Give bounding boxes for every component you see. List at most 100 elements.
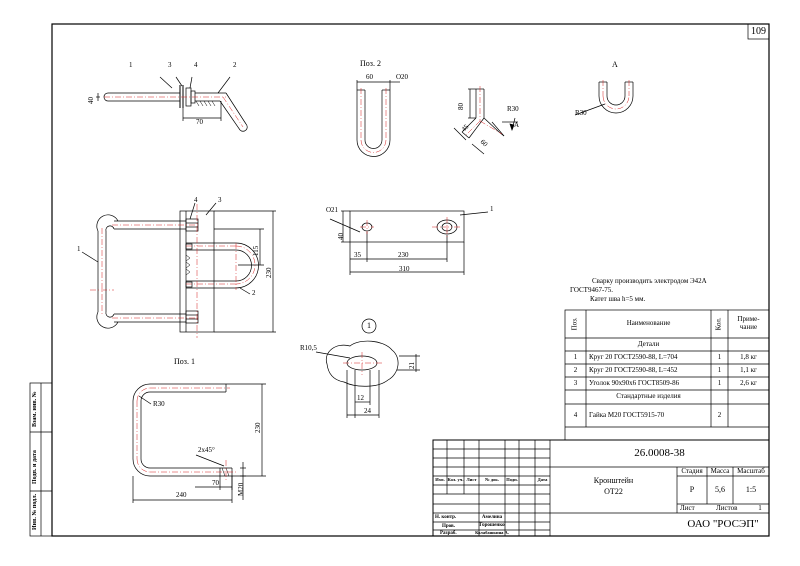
dim-35: 35 — [354, 251, 361, 259]
spec-section-details: Детали — [637, 339, 660, 348]
dim-230-assembly: 230 — [265, 267, 273, 279]
dim-chamfer: 2х45° — [198, 446, 215, 454]
view-title-a: А — [612, 60, 618, 69]
view-rod-top-left — [96, 76, 248, 132]
spec-row-1-pos: 1 — [573, 352, 578, 361]
dim-24: 24 — [364, 407, 371, 415]
spec-header-pos: Поз. — [565, 310, 586, 338]
spec-row-4-pos: 4 — [573, 410, 578, 419]
dim-60: 60 — [366, 73, 373, 81]
leader-4-assembly: 4 — [194, 196, 198, 204]
role-checked: Пров. — [442, 523, 455, 529]
view-poz2-front — [356, 80, 400, 157]
spec-row-3-note: 2,6 кг — [740, 378, 757, 387]
view-title-poz1: Поз. 1 — [174, 357, 195, 366]
rev-header-doc: № док. — [485, 477, 499, 483]
dim-r30: R30 — [507, 105, 519, 113]
spec-row-3-pos: 3 — [573, 378, 578, 387]
leader-3: 3 — [168, 61, 172, 69]
dim-r105: R10,5 — [300, 344, 317, 352]
company-name: ОАО "РОСЭП" — [687, 518, 759, 531]
title-block-grid — [432, 439, 770, 537]
mass-value: 5,6 — [715, 484, 725, 494]
dim-230: 230 — [398, 251, 409, 259]
leader-1-plate: 1 — [490, 205, 494, 213]
dim-r30-poz1: R30 — [153, 400, 165, 408]
spec-row-1-name: Круг 20 ГОСТ2590-88, L=704 — [589, 353, 678, 361]
role-norm-control: Н. контр. — [435, 515, 457, 520]
rev-header-date: Дата — [537, 477, 548, 483]
leader-3-assembly: 3 — [218, 196, 222, 204]
person-1: Амелина — [481, 514, 503, 520]
mass-label: Масса — [710, 466, 730, 475]
drawing-code: 26.0008-38 — [634, 447, 685, 460]
spec-header-pos-text: Поз. — [570, 317, 579, 331]
person-3: Колабашкина А. — [475, 529, 509, 535]
dim-240: 240 — [176, 491, 187, 499]
view-poz2-side — [453, 88, 518, 155]
sheet-label: Лист — [680, 504, 695, 512]
leader-1-assembly: 1 — [77, 245, 81, 253]
leader-4: 4 — [194, 61, 198, 69]
spec-header-qty: Кол. — [711, 310, 728, 338]
spec-row-4-name: Гайка М20 ГОСТ5915-70 — [589, 411, 665, 419]
spec-row-3-name: Уголок 90х90х6 ГОСТ8509-86 — [589, 379, 680, 387]
spec-header-name: Наименование — [626, 319, 671, 328]
scale-label: Масштаб — [737, 466, 765, 475]
rev-header-kol: Кол. уч. — [447, 477, 464, 483]
spec-row-3-qty: 1 — [717, 378, 722, 387]
dim-40-plate: 40 — [337, 233, 345, 240]
dim-r30-a: R30 — [575, 109, 587, 117]
spec-row-2-qty: 1 — [717, 365, 722, 374]
rev-header-sign: Подп. — [506, 477, 518, 483]
note-line-3: Катет шва h=5 мм. — [590, 295, 646, 303]
sheet-number-box — [747, 23, 770, 40]
rev-header-izm: Изм. — [435, 477, 445, 483]
view-assembly — [81, 202, 276, 333]
section-mark-a: А — [514, 121, 520, 129]
side-stamp-replace: Взам. инв. № — [32, 391, 38, 427]
dim-70: 70 — [196, 118, 203, 126]
spec-row-2-pos: 2 — [573, 365, 578, 374]
view-title-poz2: Поз. 2 — [360, 59, 381, 68]
side-stamp-inv: Инв. № подл. — [32, 493, 38, 530]
dim-o20: О20 — [396, 73, 409, 81]
sheets-label: Листов — [716, 504, 738, 512]
person-2: Горошенко — [479, 523, 505, 529]
spec-row-1-qty: 1 — [717, 352, 722, 361]
scale-value: 1:5 — [745, 484, 757, 494]
note-line-2: ГОСТ9467-75. — [570, 286, 614, 294]
stage-value: Р — [689, 484, 695, 494]
dim-21: 21 — [408, 362, 416, 369]
spec-row-2-note: 1,1 кг — [740, 365, 757, 374]
dim-230-poz1: 230 — [254, 422, 262, 434]
spec-row-2-name: Круг 20 ГОСТ2590-88, L=452 — [589, 366, 678, 374]
stage-label: Стадия — [681, 466, 703, 475]
leader-2: 2 — [233, 61, 237, 69]
outer-frame — [51, 23, 770, 537]
leader-1: 1 — [129, 61, 133, 69]
rev-header-list: Лист — [466, 477, 477, 483]
dim-80: 80 — [457, 103, 465, 110]
dim-12: 12 — [357, 394, 364, 402]
spec-row-1-note: 1,8 кг — [740, 352, 757, 361]
dim-115: 115 — [252, 245, 260, 256]
dim-o21: О21 — [326, 206, 339, 214]
view-detail-i — [315, 318, 420, 418]
spec-row-4-qty: 2 — [717, 410, 722, 419]
spec-section-standard: Стандартные изделия — [616, 392, 681, 401]
dim-70-poz1: 70 — [212, 479, 219, 487]
dim-310: 310 — [399, 265, 410, 273]
spec-header-qty-text: Кол. — [714, 317, 723, 331]
role-developed: Разраб. — [440, 530, 457, 536]
drawing-name-line-1: Кронштейн — [593, 475, 634, 485]
view-poz1 — [132, 383, 266, 503]
dim-m20: М20 — [237, 482, 245, 496]
view-a — [574, 81, 634, 116]
view-plate — [329, 210, 489, 275]
leader-2-assembly: 2 — [252, 289, 256, 297]
sheet-number: 109 — [751, 26, 766, 37]
sheets-value: 1 — [758, 503, 762, 512]
